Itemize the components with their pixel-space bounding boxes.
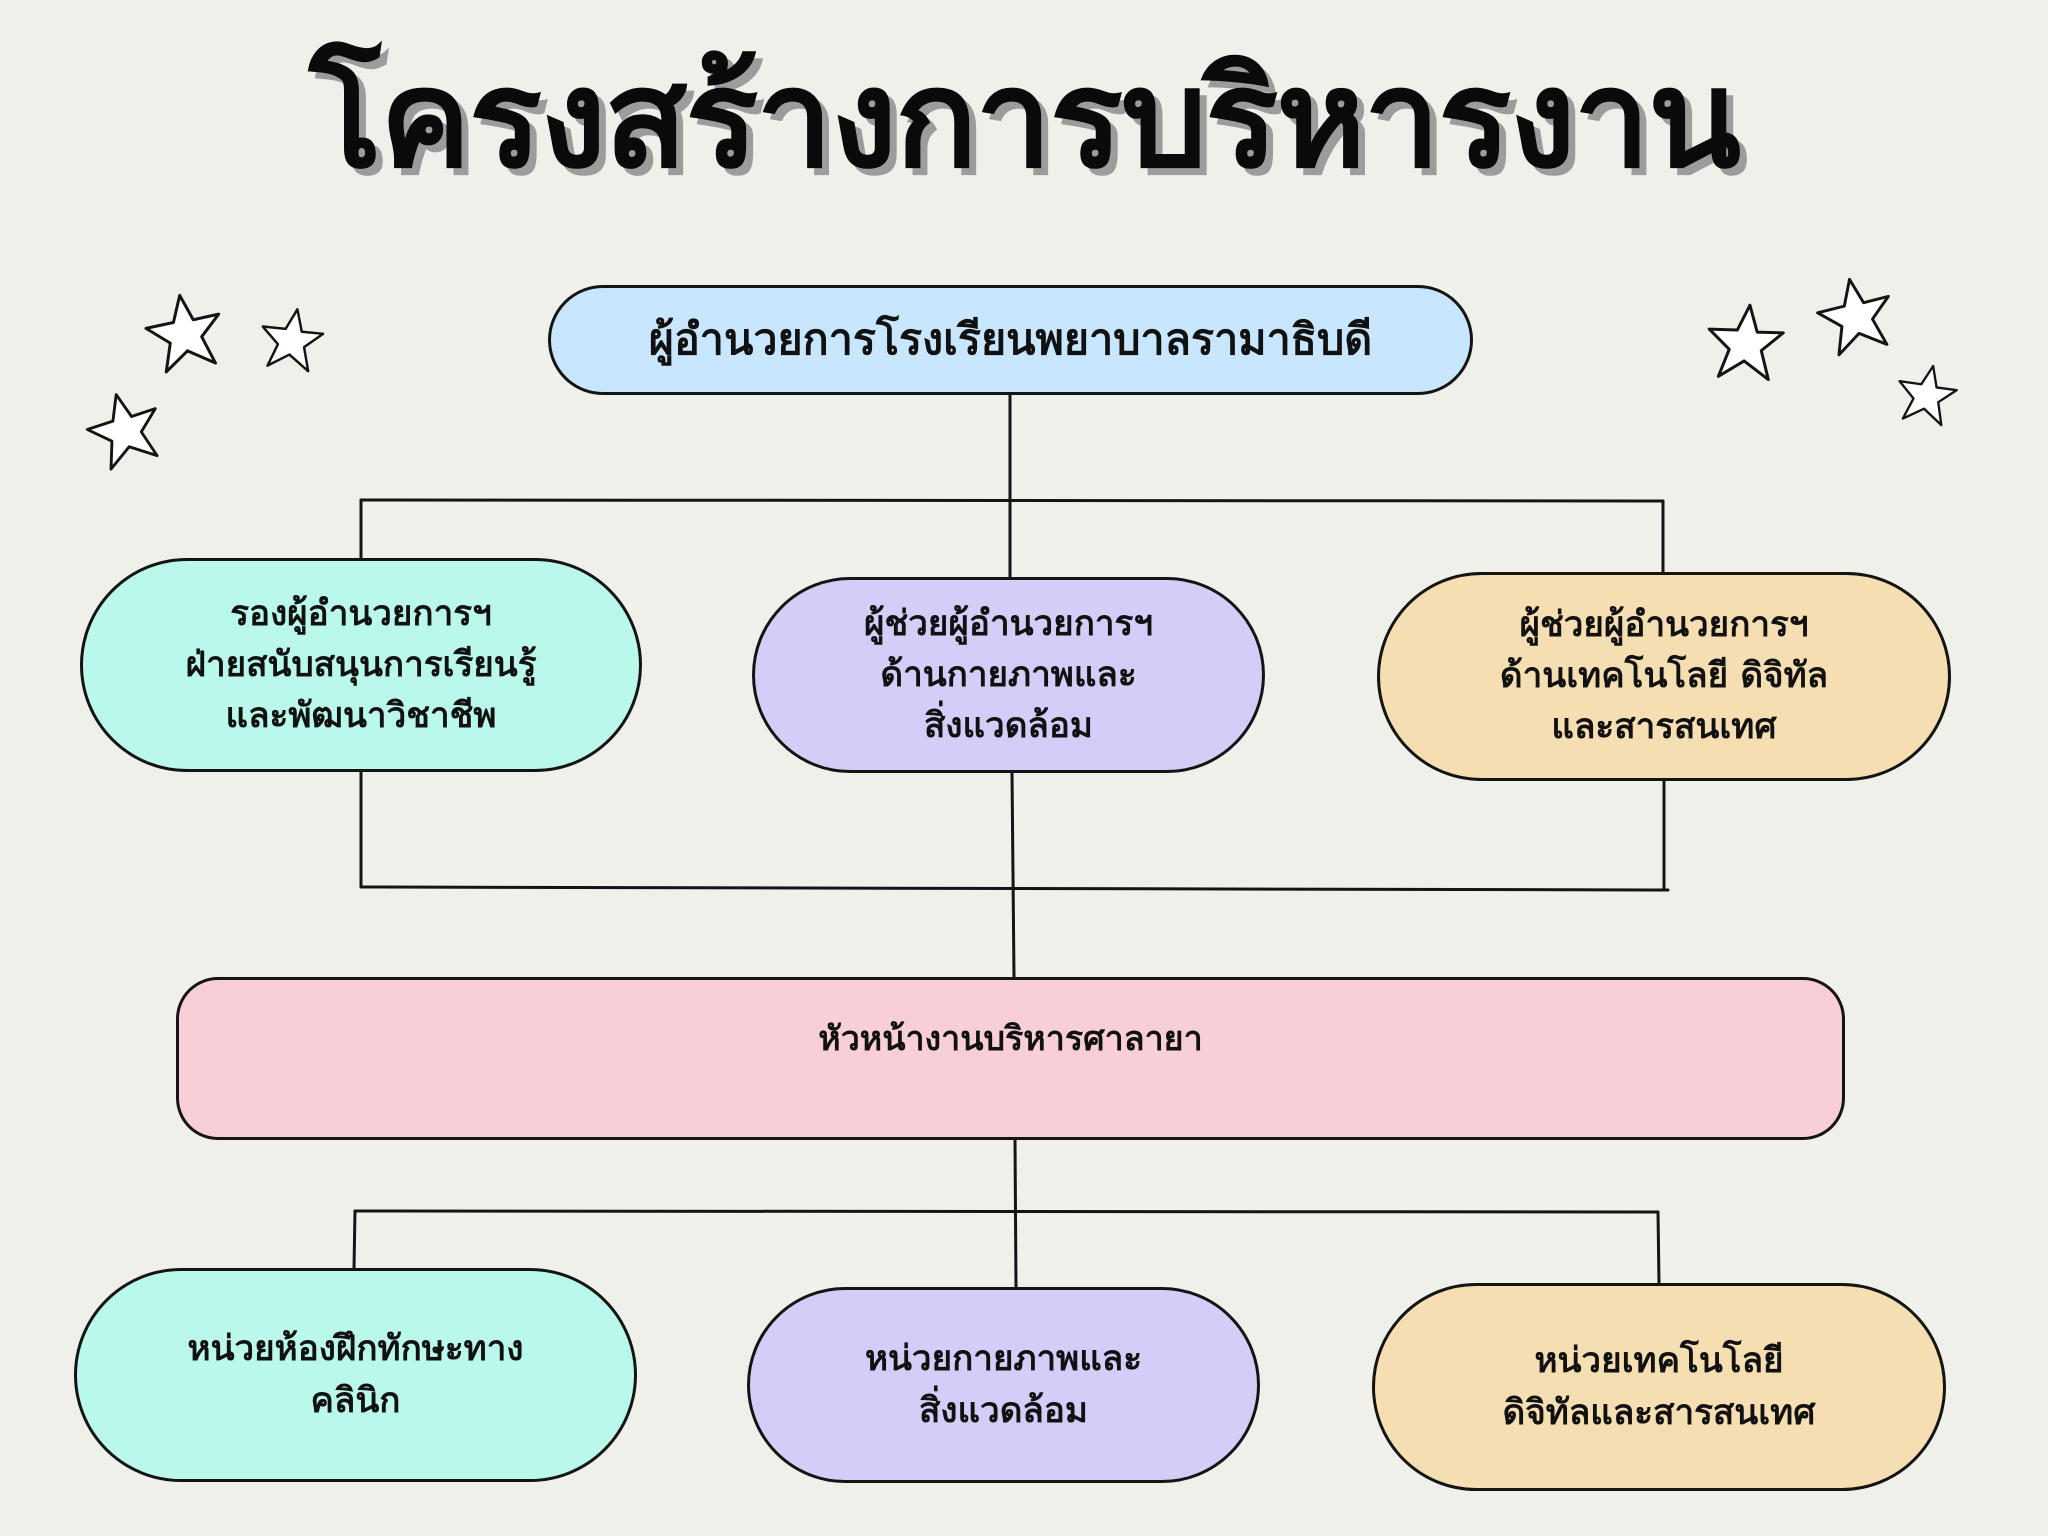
star-icon [140, 288, 228, 376]
connector-head-down [1013, 1138, 1018, 1289]
node-deputy-director: รองผู้อำนวยการฯ ฝ่ายสนับสนุนการเรียนรู้ … [80, 558, 642, 772]
star-icon [1811, 271, 1899, 359]
connector-to-unit-tech [1656, 1210, 1661, 1285]
connector-upper-bus [359, 498, 1665, 503]
connector-asst-physical-down [1010, 771, 1016, 979]
connector-lower-bus [353, 1209, 1660, 1214]
star-icon [254, 302, 328, 376]
node-head-salaya: หัวหน้างานบริหารศาลายา [176, 977, 1845, 1140]
node-unit-clinic: หน่วยห้องฝึกทักษะทาง คลินิก [74, 1268, 637, 1482]
star-icon [1702, 299, 1788, 385]
star-icon [1890, 358, 1962, 430]
node-unit-physical: หน่วยกายภาพและ สิ่งแวดล้อม [747, 1287, 1260, 1483]
node-unit-tech: หน่วยเทคโนโลยี ดิจิทัลและสารสนเทศ [1372, 1283, 1946, 1491]
star-icon [79, 384, 169, 474]
node-director: ผู้อำนวยการโรงเรียนพยาบาลรามาธิบดี [548, 285, 1473, 395]
node-assistant-tech: ผู้ช่วยผู้อำนวยการฯ ด้านเทคโนโลยี ดิจิทั… [1377, 572, 1951, 781]
page-title: โครงสร้างการบริหารงาน [308, 41, 1741, 199]
node-assistant-physical: ผู้ช่วยผู้อำนวยการฯ ด้านกายภาพและ สิ่งแว… [752, 577, 1265, 773]
connector-to-unit-clinic [352, 1209, 357, 1270]
